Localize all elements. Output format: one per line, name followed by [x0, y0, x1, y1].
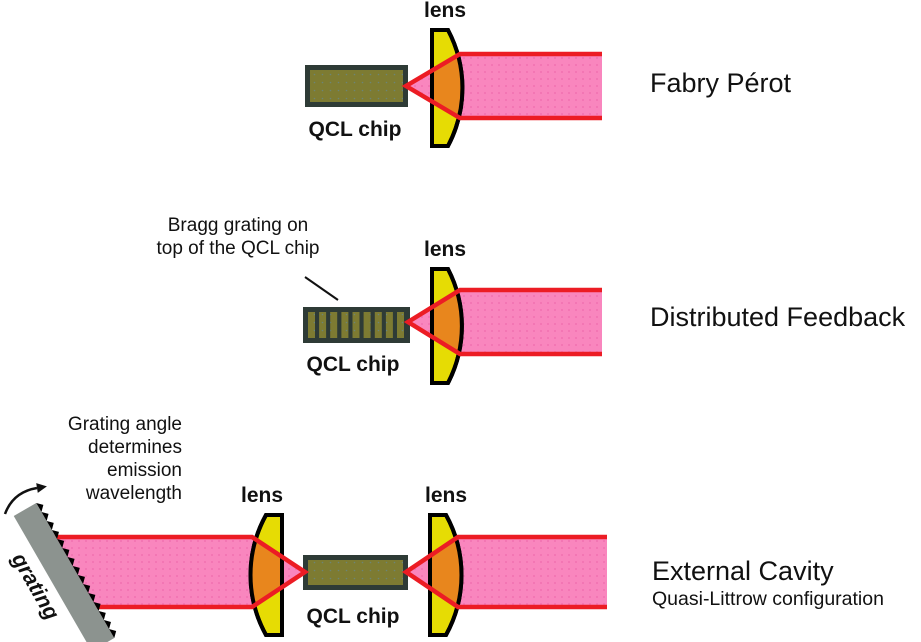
lens-outline	[430, 267, 464, 385]
qcl-chip-label-top: QCL chip	[308, 118, 402, 141]
panel-distributed-feedback	[303, 267, 602, 385]
lens-label-bottom-left: lens	[240, 484, 284, 507]
qcl-chip-label-middle: QCL chip	[306, 353, 400, 376]
grating-bar	[13, 502, 115, 642]
qcl-chip-label-bottom: QCL chip	[306, 605, 400, 628]
panel-title-fabry-perot: Fabry Pérot	[650, 68, 792, 98]
panel-external-cavity	[3, 483, 607, 642]
lens-left-outline	[248, 513, 284, 637]
grating-angle-annotation: Grating angle determines emission wavele…	[67, 414, 182, 504]
beam-outline	[401, 51, 602, 121]
beam-outline	[403, 287, 602, 357]
lens-label-middle: lens	[423, 238, 467, 261]
qcl-chip	[303, 555, 408, 590]
bragg-grating-annotation: Bragg grating on top of the QCL chip	[156, 215, 320, 259]
lens-label-bottom-right: lens	[424, 484, 468, 507]
bragg-grating-stripes	[308, 312, 404, 338]
lens-right-outline	[428, 513, 464, 637]
beam-right-outline	[401, 534, 607, 610]
lens-label-top: lens	[423, 0, 467, 22]
panel-title-distributed-feedback: Distributed Feedback	[650, 302, 906, 332]
grating-teeth	[36, 502, 117, 639]
lens-outline	[430, 28, 465, 148]
panel-subtitle-external-cavity: Quasi-Littrow configuration	[652, 588, 884, 610]
rotation-arrow-icon	[3, 483, 47, 515]
laser-beam-left	[54, 537, 305, 607]
panel-title-external-cavity: External Cavity	[652, 556, 834, 586]
beam-left-outline	[54, 534, 310, 610]
annotation-pointer-line	[304, 276, 339, 301]
panel-fabry-perot	[305, 28, 602, 148]
diffraction-grating	[13, 502, 117, 642]
qcl-chip	[305, 65, 408, 107]
